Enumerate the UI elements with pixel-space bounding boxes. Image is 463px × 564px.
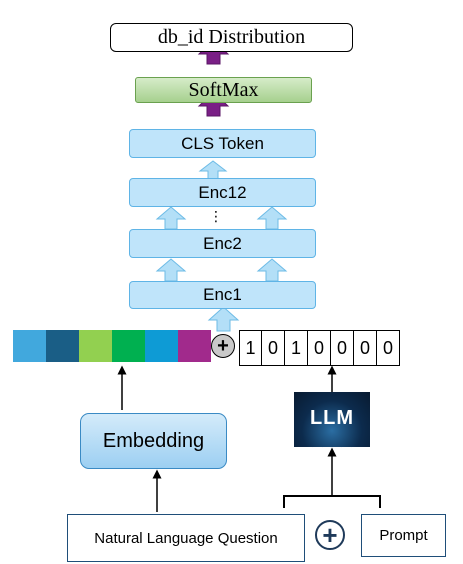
cls-token-box: CLS Token [129, 129, 316, 158]
enc-arrow-right-upper [256, 206, 288, 230]
encoder-2-box: Enc2 [129, 229, 316, 258]
db-id-distribution-box: db_id Distribution [110, 23, 353, 52]
combine-plus-icon: + [315, 520, 345, 550]
encoder-12-box: Enc12 [129, 178, 316, 207]
binary-cell: 0 [308, 330, 331, 366]
embedding-label: Embedding [102, 429, 205, 452]
binary-cell: 0 [331, 330, 354, 366]
embedding-cell [178, 330, 211, 362]
embedding-box: Embedding [80, 413, 227, 469]
softmax-label: SoftMax [188, 78, 259, 101]
natural-language-question-label: Natural Language Question [94, 529, 278, 547]
encoder-12-label: Enc12 [198, 182, 247, 202]
embedding-cell [13, 330, 46, 362]
embedding-cell [112, 330, 145, 362]
enc-arrow-left-lower [155, 258, 187, 282]
encoder-2-label: Enc2 [203, 233, 242, 253]
softmax-box: SoftMax [135, 77, 312, 103]
binary-cell: 1 [285, 330, 308, 366]
prompt-box: Prompt [361, 514, 446, 557]
enc-arrow-input [207, 306, 240, 332]
db-id-distribution-label: db_id Distribution [157, 26, 306, 48]
encoder-ellipsis: ⋮ [209, 207, 223, 224]
binary-cell: 0 [354, 330, 377, 366]
natural-language-question-box: Natural Language Question [67, 514, 305, 562]
prompt-label: Prompt [379, 527, 428, 544]
concat-plus-icon: + [211, 334, 235, 358]
combine-bracket [283, 495, 381, 508]
enc-arrow-right-lower [256, 258, 288, 282]
llm-image [294, 392, 370, 447]
binary-cell: 1 [239, 330, 262, 366]
embedding-cell [145, 330, 178, 362]
binary-cell: 0 [262, 330, 285, 366]
encoder-1-box: Enc1 [129, 281, 316, 309]
enc-arrow-left-upper [155, 206, 187, 230]
llm-label: LLM [309, 406, 355, 429]
embedding-cell [46, 330, 79, 362]
embedding-cell [79, 330, 112, 362]
cls-token-label: CLS Token [181, 133, 264, 153]
binary-cell: 0 [377, 330, 400, 366]
encoder-1-label: Enc1 [203, 285, 242, 304]
